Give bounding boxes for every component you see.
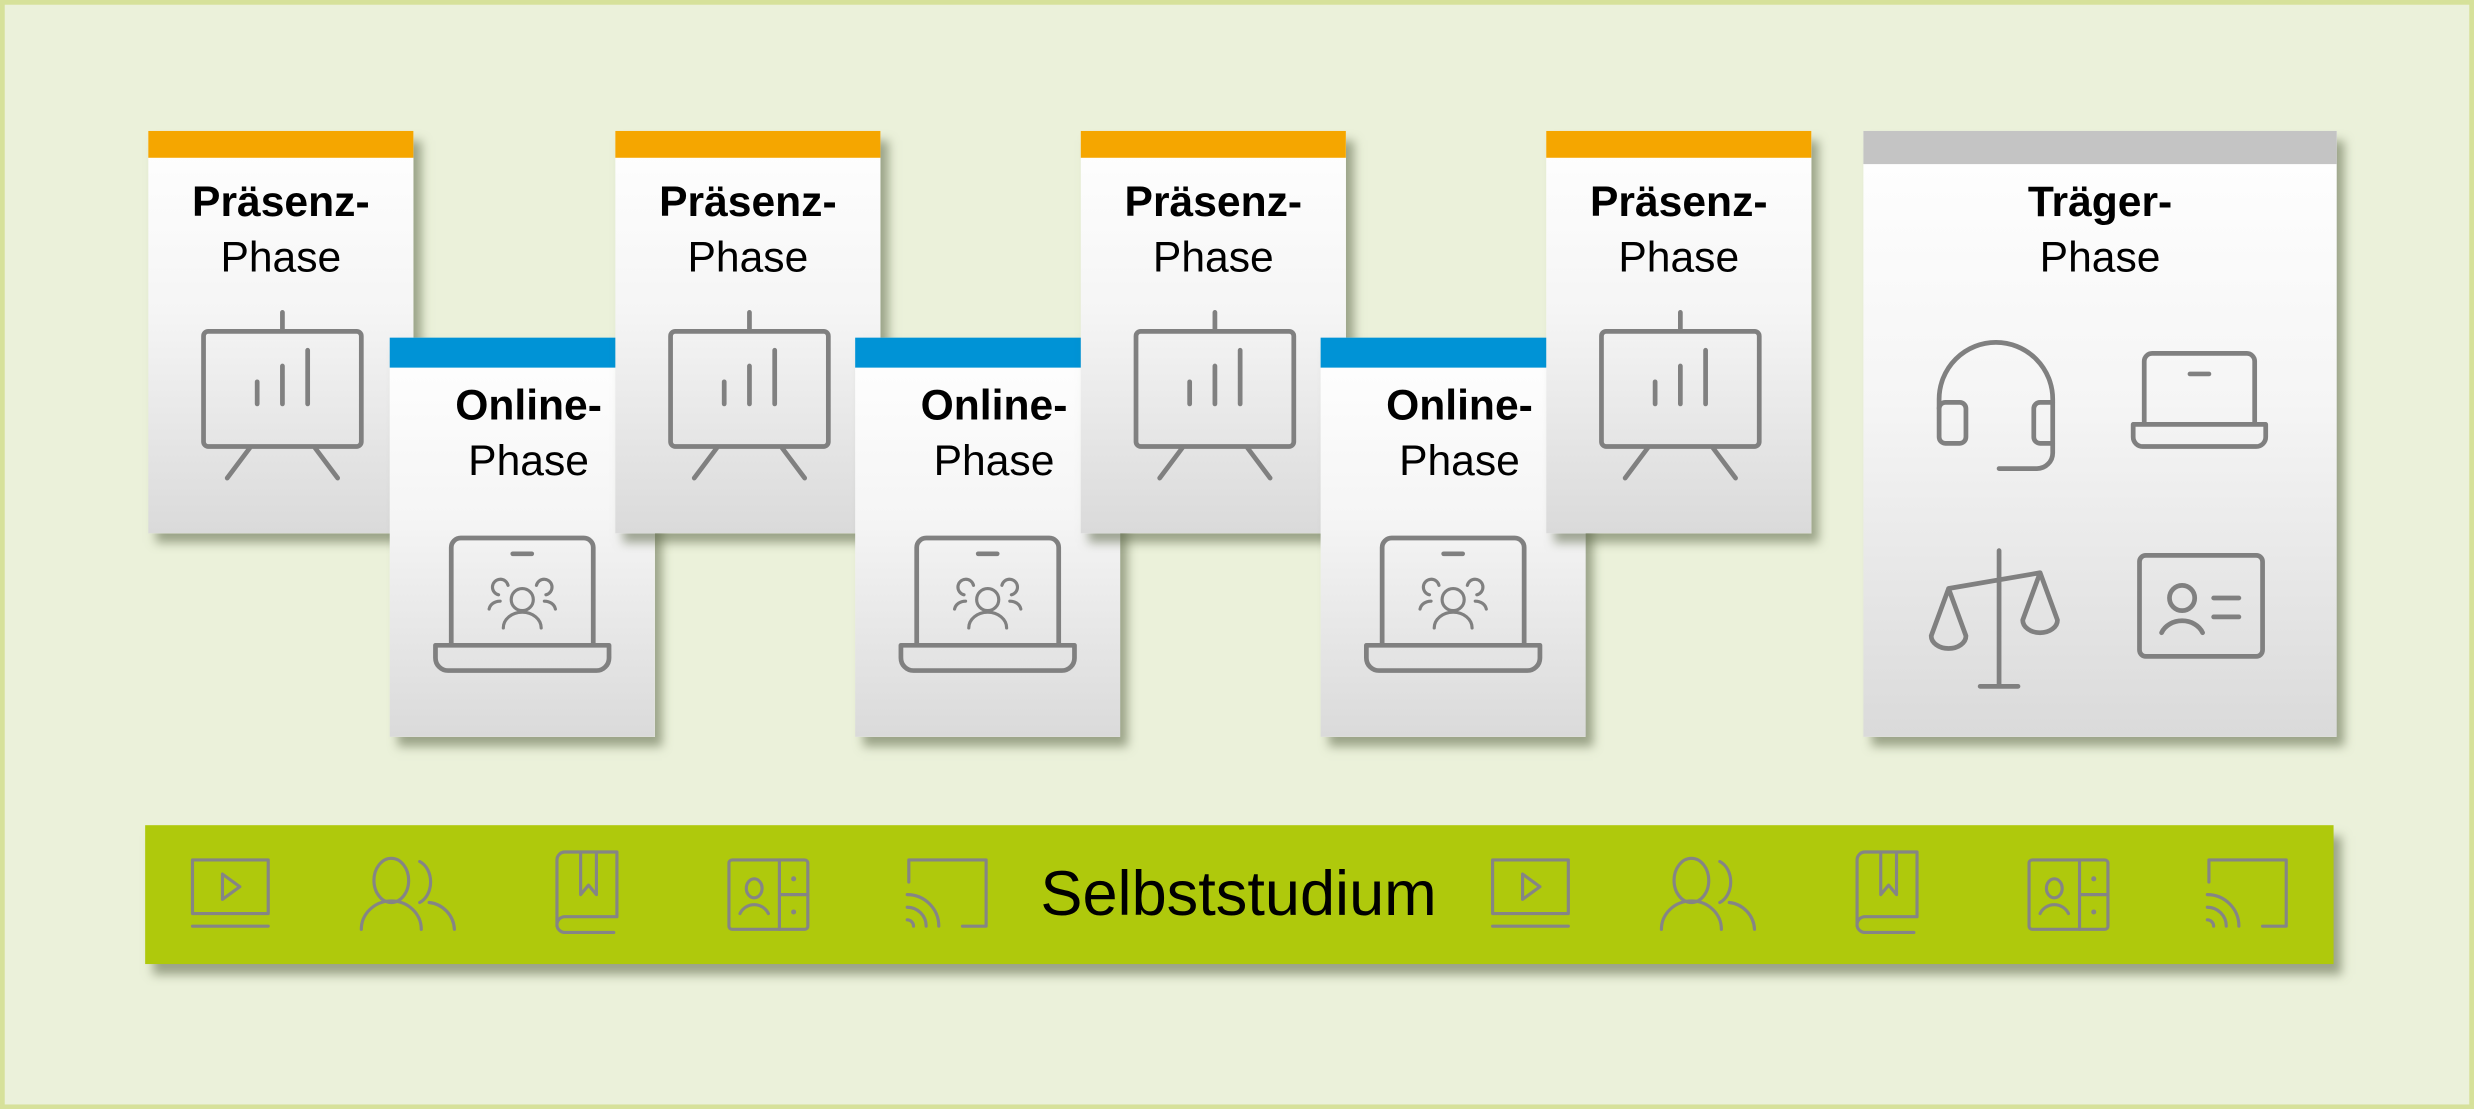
id-card-icon — [2137, 553, 2265, 659]
praesenz-accent-bar — [148, 130, 414, 158]
users-icon — [359, 856, 456, 931]
selbststudium-label: Selbststudium — [1040, 859, 1437, 930]
cast-icon — [2205, 858, 2288, 928]
card-title: Präsenz- Phase — [1081, 175, 1346, 285]
card-title: Online- Phase — [1321, 379, 1586, 489]
video-icon — [190, 858, 270, 928]
praesenz-phase-card: Präsenz- Phase — [1546, 130, 1812, 534]
online-phase-card: Online- Phase — [1320, 337, 1586, 737]
online-accent-bar — [1320, 337, 1586, 368]
card-title-regular: Phase — [687, 233, 809, 281]
praesenz-phase-card: Präsenz- Phase — [615, 130, 881, 534]
card-title-bold: Präsenz- — [1124, 178, 1303, 226]
online-phase-card: Online- Phase — [389, 337, 655, 737]
card-title: Online- Phase — [855, 379, 1120, 489]
book-icon — [555, 850, 619, 935]
card-title-regular: Phase — [2039, 233, 2161, 281]
contact-panel-icon — [727, 858, 810, 931]
scales-icon — [1928, 548, 2060, 689]
praesenz-phase-card: Präsenz- Phase — [1080, 130, 1346, 534]
laptop-group-icon — [433, 535, 612, 673]
praesenz-accent-bar — [1546, 130, 1812, 158]
traeger-accent-bar — [1863, 130, 2337, 165]
card-title-regular: Phase — [1618, 233, 1740, 281]
presentation-board-icon — [668, 310, 831, 481]
card-title-regular: Phase — [1152, 233, 1274, 281]
laptop-group-icon — [1364, 535, 1543, 673]
card-title-bold: Online- — [1386, 381, 1533, 430]
online-accent-bar — [389, 337, 655, 368]
card-title: Online- Phase — [390, 379, 655, 489]
cast-icon — [905, 858, 988, 928]
card-title: Träger- Phase — [1863, 175, 2336, 285]
card-title-bold: Präsenz- — [659, 178, 837, 226]
presentation-board-icon — [1133, 310, 1297, 481]
contact-panel-icon — [2027, 858, 2110, 931]
praesenz-accent-bar — [1080, 130, 1346, 158]
users-icon — [1659, 856, 1757, 931]
headset-icon — [1936, 340, 2056, 471]
card-title-bold: Online- — [455, 381, 602, 430]
laptop-icon — [2130, 351, 2269, 449]
online-accent-bar — [855, 337, 1121, 368]
card-title-bold: Präsenz- — [1589, 178, 1768, 226]
card-title-bold: Präsenz- — [192, 178, 370, 226]
presentation-board-icon — [1599, 310, 1762, 481]
card-title: Präsenz- Phase — [1546, 175, 1811, 285]
card-title-bold: Träger- — [2027, 178, 2173, 226]
presentation-board-icon — [201, 310, 364, 481]
card-title-regular: Phase — [1399, 437, 1520, 485]
selbststudium-bar: Selbststudium — [145, 825, 2334, 965]
praesenz-accent-bar — [615, 130, 881, 158]
laptop-group-icon — [898, 535, 1077, 673]
card-title-regular: Phase — [933, 437, 1055, 485]
video-icon — [1491, 858, 1570, 928]
card-title: Präsenz- Phase — [615, 175, 880, 285]
card-title-regular: Phase — [220, 233, 342, 281]
online-phase-card: Online- Phase — [855, 337, 1121, 737]
card-title-regular: Phase — [468, 437, 589, 485]
book-icon — [1855, 850, 1919, 935]
traeger-phase-card: Träger- Phase — [1863, 130, 2337, 737]
card-title: Präsenz- Phase — [148, 175, 413, 285]
praesenz-phase-card: Präsenz- Phase — [148, 130, 414, 534]
card-title-bold: Online- — [920, 381, 1068, 430]
